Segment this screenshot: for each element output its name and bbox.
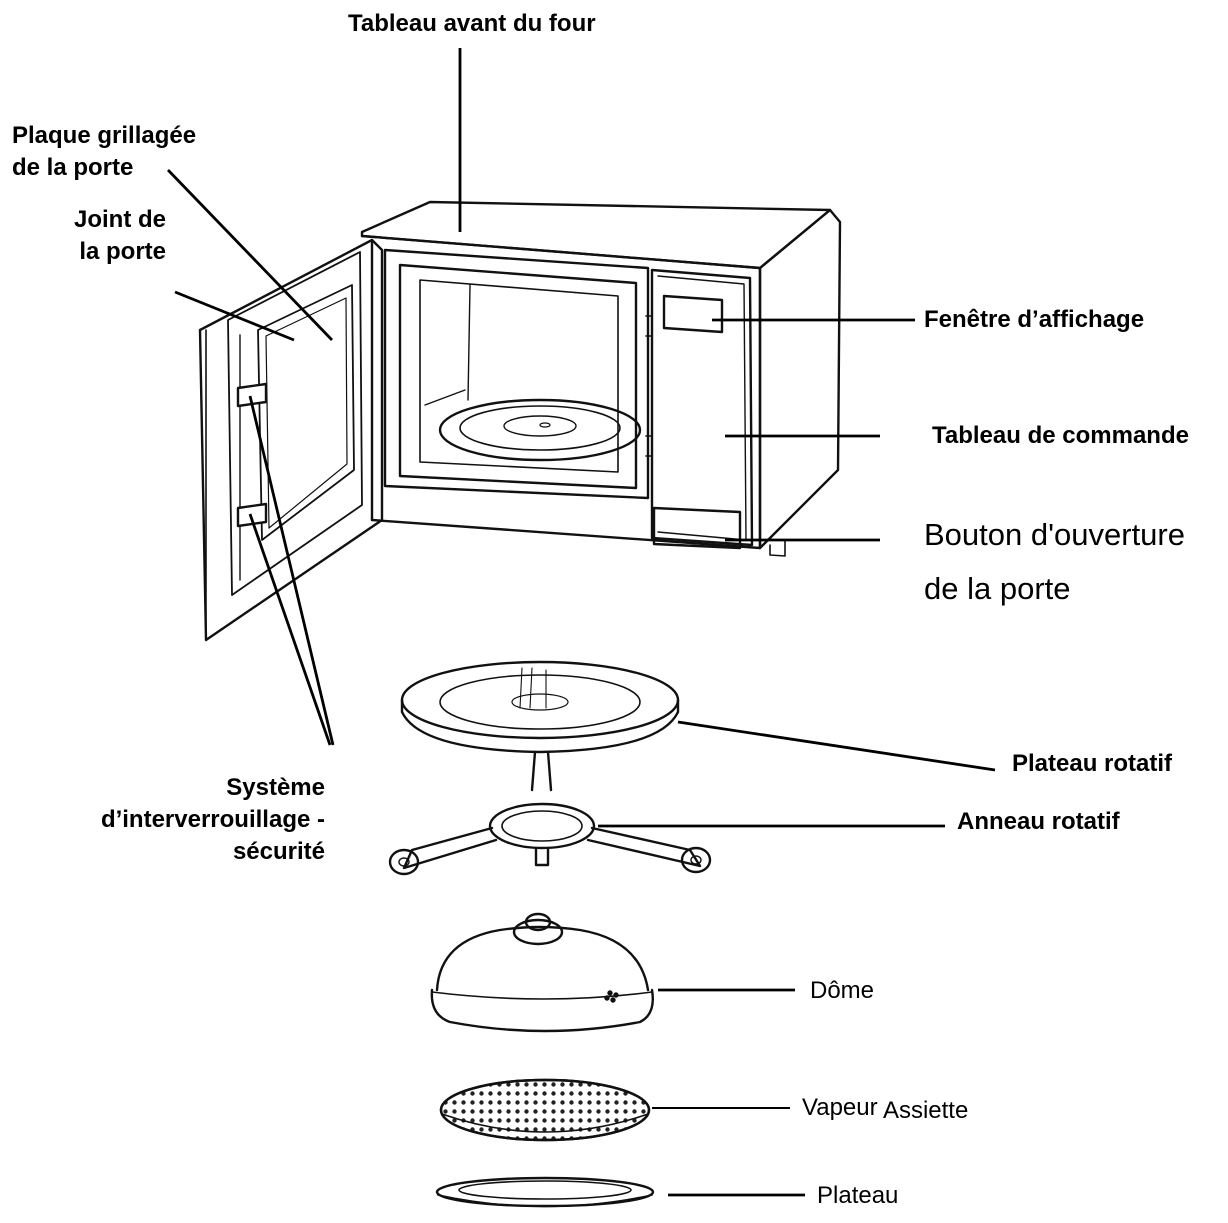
dome-lid [430, 912, 654, 1033]
roller-ring [388, 750, 712, 876]
label-joint: Joint de la porte [74, 204, 166, 268]
leader-systeme-1 [248, 395, 335, 746]
label-systeme-line3: sécurité [232, 838, 325, 865]
label-systeme-line1: Système [226, 774, 325, 801]
label-plaque-grillagee: Plaque grillagée de la porte [12, 120, 196, 184]
label-plateau-rotatif: Plateau rotatif [1012, 750, 1173, 777]
leader-joint [174, 290, 295, 342]
turntable-plate [400, 660, 680, 754]
leader-systeme-2 [248, 513, 332, 746]
label-systeme-line2: d’interverrouillage - [100, 806, 325, 833]
leader-lines [166, 48, 996, 1197]
label-plaque-line1: Plaque grillagée [12, 122, 197, 149]
label-vapeur: Vapeur [802, 1094, 878, 1121]
oven-door [198, 238, 384, 642]
label-tableau-commande: Tableau de commande [932, 422, 1189, 449]
label-fenetre: Fenêtre d’affichage [924, 306, 1145, 333]
label-joint-line2: la porte [79, 238, 166, 265]
label-bouton-line2: de la porte [924, 571, 1071, 606]
label-plaque-line2: de la porte [12, 154, 134, 181]
steam-plate [439, 1078, 651, 1142]
label-bouton-ouverture: Bouton d'ouverture de la porte [924, 508, 1185, 616]
label-dome: Dôme [810, 977, 875, 1004]
leader-plaque-grillagee [166, 169, 334, 341]
label-tableau-avant: Tableau avant du four [348, 10, 596, 37]
label-systeme-interverrouillage: Système d’interverrouillage - sécurité [101, 772, 325, 868]
label-bouton-line1: Bouton d'ouverture [924, 517, 1185, 552]
label-joint-line1: Joint de [73, 206, 166, 233]
label-plateau: Plateau [817, 1182, 899, 1209]
oven-body [360, 200, 842, 557]
leader-plateau-rotatif [677, 720, 996, 772]
label-anneau-rotatif: Anneau rotatif [957, 808, 1120, 835]
tray [435, 1176, 655, 1208]
label-vapeur-assiette: Vapeur Assiette [802, 1093, 969, 1124]
label-assiette: Assiette [882, 1097, 969, 1124]
